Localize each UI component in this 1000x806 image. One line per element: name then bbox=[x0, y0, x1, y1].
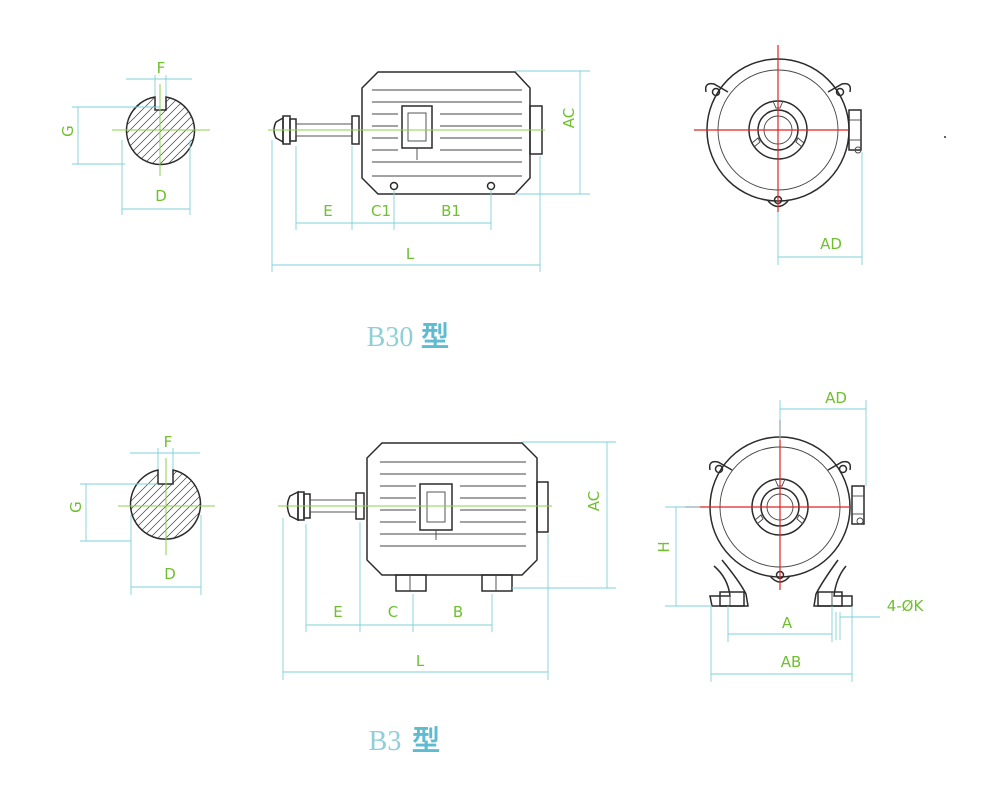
dim-AD: AD bbox=[825, 389, 847, 407]
b3-title-code: B3 bbox=[369, 726, 402, 757]
dim-C1: C1 bbox=[371, 202, 391, 220]
dim-AC: AC bbox=[560, 108, 578, 128]
b30-title-type: 型 bbox=[421, 320, 449, 353]
b30-shaft-key-section: F G D bbox=[59, 59, 210, 215]
dim-G: G bbox=[67, 501, 85, 513]
dim-H: H bbox=[655, 541, 673, 552]
dim-AC: AC bbox=[585, 491, 603, 511]
b3-end-view: AD H A AB 4-ØK bbox=[655, 389, 924, 682]
dim-G: G bbox=[59, 125, 77, 137]
dim-C: C bbox=[388, 603, 398, 621]
dim-A: A bbox=[782, 614, 793, 632]
dim-E: E bbox=[323, 202, 332, 220]
b3-title-type: 型 bbox=[412, 724, 440, 757]
stray-dot bbox=[944, 136, 946, 138]
b30-title-code: B30 bbox=[367, 322, 414, 353]
dim-L: L bbox=[406, 245, 415, 263]
dim-D: D bbox=[155, 187, 167, 205]
dim-F: F bbox=[157, 59, 166, 77]
dim-B1: B1 bbox=[441, 202, 461, 220]
dim-F: F bbox=[164, 433, 173, 451]
hatch-pattern bbox=[130, 470, 201, 540]
dim-D: D bbox=[164, 565, 176, 583]
b3-side-view: E C B L AC bbox=[278, 441, 616, 680]
dim-E: E bbox=[333, 603, 342, 621]
dim-L: L bbox=[416, 652, 425, 670]
b30-end-view: AD bbox=[694, 45, 863, 265]
b30-side-view: E C1 B1 L AC bbox=[268, 70, 590, 272]
b3-shaft-key-section: F G D bbox=[67, 433, 215, 595]
dim-AD: AD bbox=[820, 235, 842, 253]
dim-AB: AB bbox=[781, 653, 802, 671]
dim-B: B bbox=[453, 603, 463, 621]
dim-4-K: 4-ØK bbox=[887, 597, 925, 615]
